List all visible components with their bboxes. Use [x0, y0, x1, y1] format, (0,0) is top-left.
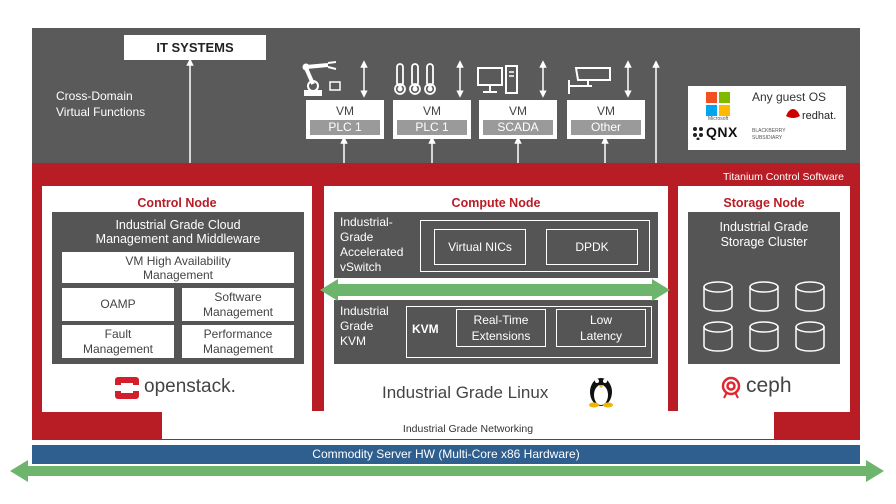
- dpdk-box: DPDK: [546, 229, 638, 265]
- vm-ha-line2: Management: [142, 268, 214, 282]
- kvm-tag: KVM: [412, 322, 439, 336]
- vm-label: VM: [423, 104, 441, 118]
- fault-management-box: Fault Management: [62, 325, 174, 358]
- cloud-management-line2: Management and Middleware: [95, 232, 261, 246]
- control-node: Control Node Industrial Grade Cloud Mana…: [42, 186, 312, 412]
- storage-panel: Industrial Grade Storage Cluster: [688, 212, 840, 364]
- vm-scada-box: VM SCADA: [479, 100, 557, 139]
- perf-line2: Management: [202, 342, 274, 356]
- vswitch-panel: Industrial- Grade Accelerated vSwitch Vi…: [334, 212, 658, 278]
- vm-ha-box: VM High Availability Management: [62, 252, 294, 283]
- fault-line2: Management: [82, 342, 154, 356]
- storage-disks-icon: [703, 281, 825, 352]
- compute-node: Compute Node Industrial- Grade Accelerat…: [324, 186, 668, 412]
- realtime-extensions-box: Real-Time Extensions: [456, 309, 546, 347]
- vm-plc1b-box: VM PLC 1: [393, 100, 471, 139]
- microsoft-label: Microsoft: [708, 116, 729, 122]
- bottom-green-arrow: [10, 460, 884, 482]
- blackberry-line1: BLACKBERRY: [752, 128, 786, 134]
- qnx-label: QNX: [706, 124, 738, 140]
- kvm-line: Industrial: [340, 304, 389, 318]
- vm-subtitle: PLC 1: [310, 120, 380, 135]
- cross-domain-line1: Cross-Domain: [56, 89, 133, 103]
- vm-other-box: VM Other: [567, 100, 645, 139]
- low-line2: Latency: [579, 329, 623, 343]
- vswitch-line: Grade: [340, 230, 374, 244]
- cloud-management-label: Industrial Grade Cloud Management and Mi…: [52, 218, 304, 246]
- ceph-label: ceph: [746, 374, 792, 397]
- kvm-inner: [406, 306, 652, 358]
- storage-cluster-label: Industrial Grade Storage Cluster: [688, 220, 840, 250]
- vswitch-inner: [420, 220, 650, 272]
- perf-line1: Performance: [203, 327, 273, 341]
- redhat-label: redhat.: [802, 110, 837, 122]
- performance-management-box: Performance Management: [182, 325, 294, 358]
- cross-domain-label: Cross-Domain Virtual Functions: [56, 88, 145, 120]
- ceph-logo-icon: [721, 376, 741, 399]
- control-node-title: Control Node: [137, 196, 217, 210]
- fault-line1: Fault: [104, 327, 132, 341]
- low-line1: Low: [589, 313, 612, 327]
- storage-cluster-line2: Storage Cluster: [720, 235, 808, 249]
- openstack-label: openstack.: [144, 376, 236, 397]
- storage-node: Storage Node Industrial Grade Storage Cl…: [678, 186, 850, 412]
- vswitch-line: vSwitch: [340, 260, 382, 274]
- blackberry-icon: [693, 127, 703, 140]
- hardware-band: Commodity Server HW (Multi-Core x86 Hard…: [32, 445, 860, 464]
- vm-ha-line1: VM High Availability: [125, 254, 231, 268]
- vswitch-green-arrow: [320, 279, 670, 301]
- vm-subtitle: Other: [571, 120, 641, 135]
- kvm-label: Industrial Grade KVM: [340, 304, 389, 349]
- thermometer-icon: [394, 63, 436, 95]
- tux-penguin-icon: [589, 378, 613, 408]
- oamp-box: OAMP: [62, 288, 174, 321]
- software-management-box: Software Management: [182, 288, 294, 321]
- vm-label: VM: [509, 104, 527, 118]
- kvm-line: KVM: [340, 334, 367, 348]
- openstack-logo-icon: [115, 377, 139, 399]
- software-line1: Software: [214, 290, 262, 304]
- computer-icon: [477, 65, 518, 94]
- vm-label: VM: [597, 104, 615, 118]
- software-line2: Management: [202, 305, 274, 319]
- control-node-panel: Industrial Grade Cloud Management and Mi…: [52, 212, 304, 364]
- vm-subtitle: PLC 1: [397, 120, 467, 135]
- vm-plc1-box: VM PLC 1: [306, 100, 384, 139]
- blackberry-line2: SUBSIDIARY: [752, 135, 783, 141]
- linux-label: Industrial Grade Linux: [382, 383, 549, 402]
- storage-cluster-line1: Industrial Grade: [719, 220, 809, 234]
- rt-line2: Extensions: [471, 329, 531, 343]
- vswitch-label: Industrial- Grade Accelerated vSwitch: [340, 215, 403, 275]
- kvm-line: Grade: [340, 319, 374, 333]
- vswitch-line: Accelerated: [340, 245, 404, 259]
- cloud-management-line1: Industrial Grade Cloud: [115, 218, 241, 232]
- vm-subtitle: SCADA: [483, 120, 553, 135]
- cross-domain-line2: Virtual Functions: [56, 105, 146, 119]
- any-guest-os-label: Any guest OS: [752, 90, 827, 104]
- titanium-label: Titanium Control Software: [723, 171, 844, 183]
- compute-node-title: Compute Node: [451, 196, 541, 210]
- blackberry-label: BLACKBERRY SUBSIDIARY: [752, 128, 786, 142]
- it-systems-box: IT SYSTEMS: [124, 35, 266, 60]
- networking-band: [162, 411, 774, 439]
- networking-label: Industrial Grade Networking: [402, 423, 534, 435]
- rt-line1: Real-Time: [473, 313, 529, 327]
- vm-label: VM: [336, 104, 354, 118]
- microsoft-logo-icon: [706, 92, 730, 116]
- guest-os-box: Microsoft Any guest OS QNX BLACKBERRY SU…: [688, 86, 846, 150]
- storage-node-title: Storage Node: [723, 196, 805, 210]
- virtual-nics-box: Virtual NICs: [434, 229, 526, 265]
- kvm-panel: Industrial Grade KVM KVM Real-Time Exten…: [334, 300, 658, 364]
- redhat-icon: [786, 109, 800, 118]
- security-camera-icon: [568, 67, 611, 94]
- robot-arm-icon: [302, 61, 341, 96]
- vswitch-line: Industrial-: [340, 215, 393, 229]
- low-latency-box: Low Latency: [556, 309, 646, 347]
